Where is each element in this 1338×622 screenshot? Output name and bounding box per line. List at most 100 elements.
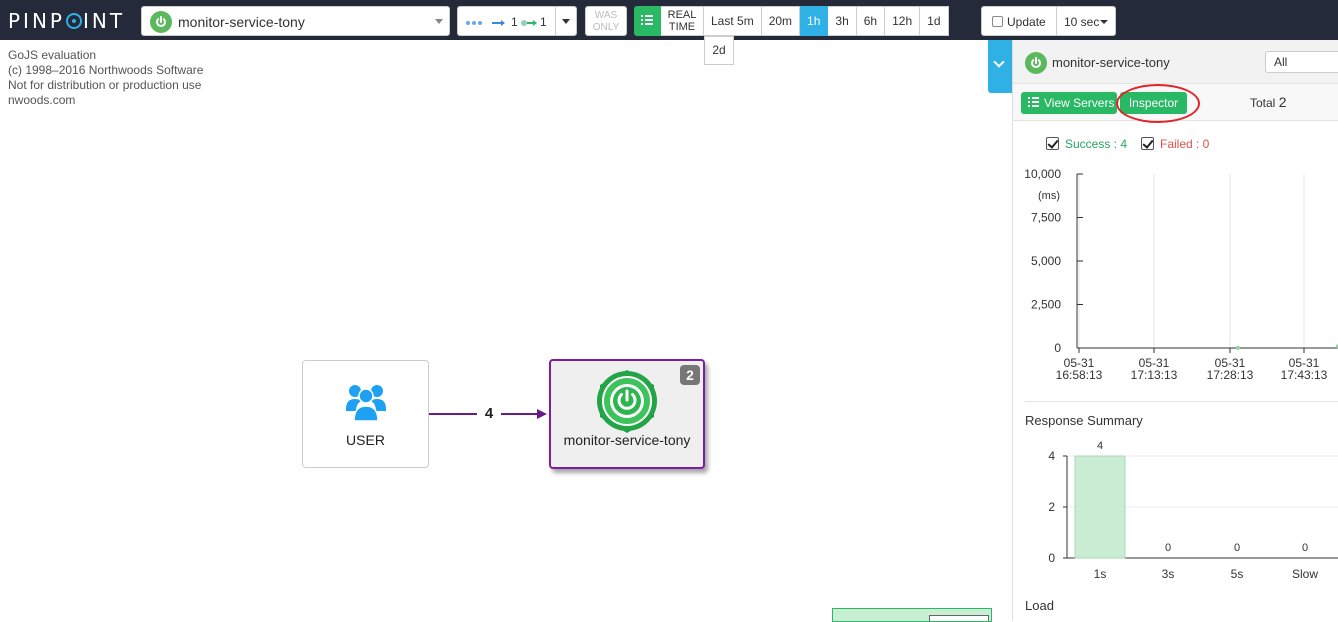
application-select[interactable]: monitor-service-tony — [141, 6, 450, 36]
spring-boot-icon — [597, 370, 657, 433]
depth-arrows-icon — [466, 20, 537, 26]
panel-toolbar: View Servers Inspector Total 2 — [1013, 84, 1338, 123]
y-tick-label: 5,000 — [1031, 254, 1061, 268]
failed-label: Failed : 0 — [1160, 137, 1210, 151]
total-count: Total 2 — [1250, 94, 1287, 110]
y-tick-label: 7,500 — [1031, 211, 1061, 225]
response-summary-title: Response Summary — [1025, 413, 1143, 428]
x-tick-label: 05-31 — [1139, 356, 1170, 370]
was-only-label: WAS ONLY — [592, 10, 620, 33]
success-checkbox[interactable] — [1046, 137, 1059, 150]
divider — [1025, 401, 1338, 402]
y-axis-label: (ms) — [1038, 190, 1060, 202]
notice-line: nwoods.com — [8, 93, 76, 107]
was-only-toggle[interactable]: WAS ONLY — [585, 6, 627, 36]
data-label: 4 — [1097, 440, 1103, 452]
bar — [1074, 455, 1126, 559]
application-node[interactable]: monitor-service-tony 2 — [549, 359, 705, 469]
success-filter[interactable]: Success : 4 — [1046, 137, 1127, 151]
x-tick-label: 16:58:13 — [1056, 368, 1103, 382]
chevron-down-icon — [435, 19, 443, 24]
divider — [555, 7, 556, 35]
y-tick-label: 10,000 — [1024, 167, 1061, 181]
application-name: monitor-service-tony — [178, 14, 305, 30]
time-tab-6h[interactable]: 6h — [856, 6, 886, 36]
x-tick-label: Slow — [1292, 567, 1318, 581]
notice-line: Not for distribution or production use — [8, 78, 202, 92]
auto-update-toggle[interactable]: Update — [981, 6, 1057, 36]
view-servers-label: View Servers — [1044, 96, 1115, 110]
notice-line: (c) 1998–2016 Northwoods Software — [8, 63, 204, 77]
time-tab-2d[interactable]: 2d — [704, 36, 734, 65]
failed-filter[interactable]: Failed : 0 — [1141, 137, 1209, 151]
x-tick-label: 05-31 — [1289, 356, 1320, 370]
list-icon — [641, 15, 653, 26]
user-node-label: USER — [346, 432, 385, 448]
time-tab-last-5m[interactable]: Last 5m — [704, 6, 762, 36]
update-checkbox[interactable] — [992, 16, 1003, 27]
spring-boot-icon — [1025, 52, 1047, 74]
outbound-depth-value: 1 — [540, 15, 547, 29]
overview-viewport[interactable] — [929, 615, 989, 621]
load-title: Load — [1025, 598, 1054, 613]
users-icon — [346, 385, 386, 422]
y-tick-label: 0 — [1054, 341, 1061, 355]
chevron-down-icon — [1100, 20, 1108, 24]
application-node-label: monitor-service-tony — [563, 432, 691, 448]
total-value: 2 — [1278, 94, 1287, 110]
x-tick-label: 1s — [1094, 567, 1107, 581]
interval-label: 10 sec — [1064, 15, 1100, 29]
data-point — [1335, 344, 1338, 349]
time-tab-1d[interactable]: 1d — [920, 6, 949, 36]
gojs-evaluation-notice: GoJS evaluation (c) 1998–2016 Northwoods… — [8, 48, 203, 108]
link-call-count[interactable]: 4 — [477, 405, 501, 422]
y-tick-label: 4 — [1048, 449, 1055, 463]
total-label: Total — [1250, 96, 1276, 110]
instance-count-badge: 2 — [680, 365, 700, 385]
x-tick-label: 5s — [1231, 567, 1244, 581]
calendar-range-button[interactable] — [634, 6, 661, 36]
x-tick-label: 17:13:13 — [1131, 368, 1178, 382]
data-point — [1235, 345, 1240, 350]
x-tick-label: 17:28:13 — [1207, 368, 1254, 382]
highlight-circle — [1116, 84, 1200, 123]
data-label: 0 — [1165, 542, 1171, 554]
list-icon — [1028, 97, 1039, 108]
panel-title: monitor-service-tony — [1052, 55, 1170, 70]
time-tab-20m[interactable]: 20m — [761, 6, 801, 36]
y-tick-label: 0 — [1048, 551, 1055, 565]
view-servers-button[interactable]: View Servers — [1021, 92, 1117, 114]
x-tick-label: 3s — [1162, 567, 1175, 581]
user-node[interactable]: USER — [302, 360, 429, 468]
y-tick-label: 2,500 — [1031, 298, 1061, 312]
server-info-panel: monitor-service-tony All View Servers In… — [1012, 40, 1338, 621]
x-tick-label: 17:43:13 — [1281, 368, 1328, 382]
data-label: 0 — [1234, 542, 1240, 554]
search-depth-selector[interactable]: 1 1 — [457, 6, 577, 36]
chevron-down-icon — [562, 19, 570, 24]
inbound-depth-value: 1 — [511, 15, 518, 29]
response-time-scatter-chart[interactable]: 10,0007,5005,0002,5000(ms)05-3116:58:130… — [1013, 160, 1338, 400]
x-tick-label: 05-31 — [1215, 356, 1246, 370]
y-tick-label: 2 — [1048, 500, 1055, 514]
update-label: Update — [1007, 15, 1046, 29]
map-overview[interactable] — [832, 608, 992, 622]
time-tab-12h[interactable]: 12h — [885, 6, 921, 36]
time-tab-1h[interactable]: 1h — [800, 6, 829, 36]
update-interval-select[interactable]: 10 sec — [1057, 6, 1116, 36]
agent-filter-select[interactable]: All — [1265, 51, 1338, 73]
notice-line: GoJS evaluation — [8, 48, 97, 62]
data-label: 0 — [1302, 542, 1308, 554]
success-label: Success : 4 — [1065, 137, 1128, 151]
panel-toggle-button[interactable] — [988, 40, 1012, 93]
x-tick-label: 05-31 — [1064, 356, 1095, 370]
failed-checkbox[interactable] — [1141, 137, 1154, 150]
chevron-down-icon — [993, 56, 1005, 68]
time-tab-3h[interactable]: 3h — [828, 6, 857, 36]
panel-header: monitor-service-tony All — [1013, 40, 1338, 84]
